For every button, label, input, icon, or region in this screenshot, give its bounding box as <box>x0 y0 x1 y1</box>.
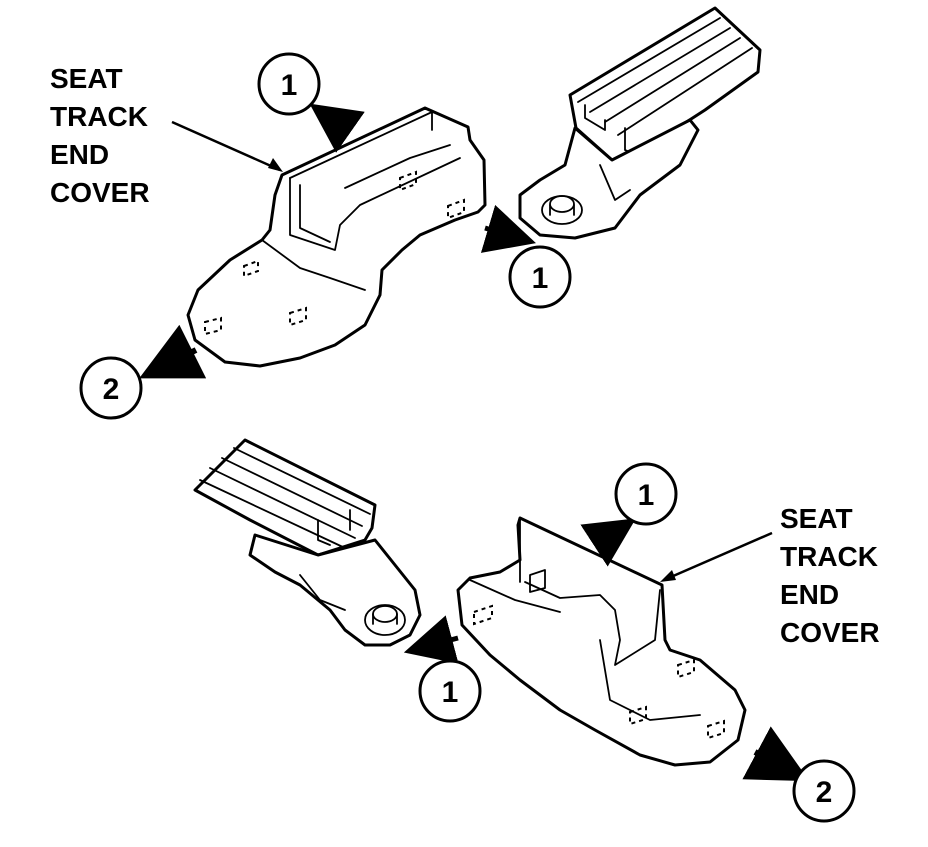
bottom-label-line-2: TRACK <box>780 541 878 572</box>
top-leader-arrowhead <box>268 158 283 172</box>
bottom-cover-slide-arrow <box>742 726 810 782</box>
top-track-foot <box>518 118 700 240</box>
bottom-track-slide-step: 1 <box>418 659 482 723</box>
top-label-line-1: SEAT <box>50 63 123 94</box>
top-cover-lift-step: 1 <box>257 52 321 116</box>
top-cover-slide-step: 2 <box>79 356 143 420</box>
bottom-track-slide-arrow <box>403 615 459 664</box>
top-cover-slide-step-number: 2 <box>103 373 120 406</box>
top-end-cover <box>186 106 487 368</box>
bottom-track-slide-step-number: 1 <box>442 676 459 709</box>
bottom-label-line-1: SEAT <box>780 503 853 534</box>
bottom-cover-slide-step: 2 <box>792 759 856 823</box>
bottom-end-cover <box>456 516 747 767</box>
top-cover-slide-arrow <box>139 324 207 379</box>
top-cover-lift-arrow <box>309 103 365 153</box>
bottom-track-foot <box>248 533 422 647</box>
top-label: SEAT TRACK END COVER <box>50 63 156 208</box>
top-cover-lift-step-number: 1 <box>281 69 298 102</box>
top-label-line-2: TRACK <box>50 101 148 132</box>
top-track-slide-arrow <box>480 204 536 253</box>
bottom-leader-arrowhead <box>660 570 676 582</box>
bottom-label-line-3: END <box>780 579 839 610</box>
top-track-slide-step: 1 <box>508 245 572 309</box>
bottom-cover-lift-arrow <box>580 518 636 567</box>
bottom-cover-lift-step-number: 1 <box>638 479 655 512</box>
top-label-line-4: COVER <box>50 177 150 208</box>
top-track-slide-step-number: 1 <box>532 262 549 295</box>
bottom-label-line-4: COVER <box>780 617 880 648</box>
bottom-cover-lift-step: 1 <box>614 462 678 526</box>
bottom-seat-track <box>193 438 377 557</box>
bottom-label-leader <box>663 531 773 582</box>
top-label-leader <box>171 120 281 172</box>
top-label-line-3: END <box>50 139 109 170</box>
bottom-label: SEAT TRACK END COVER <box>780 503 886 648</box>
bottom-cover-slide-step-number: 2 <box>816 776 833 809</box>
